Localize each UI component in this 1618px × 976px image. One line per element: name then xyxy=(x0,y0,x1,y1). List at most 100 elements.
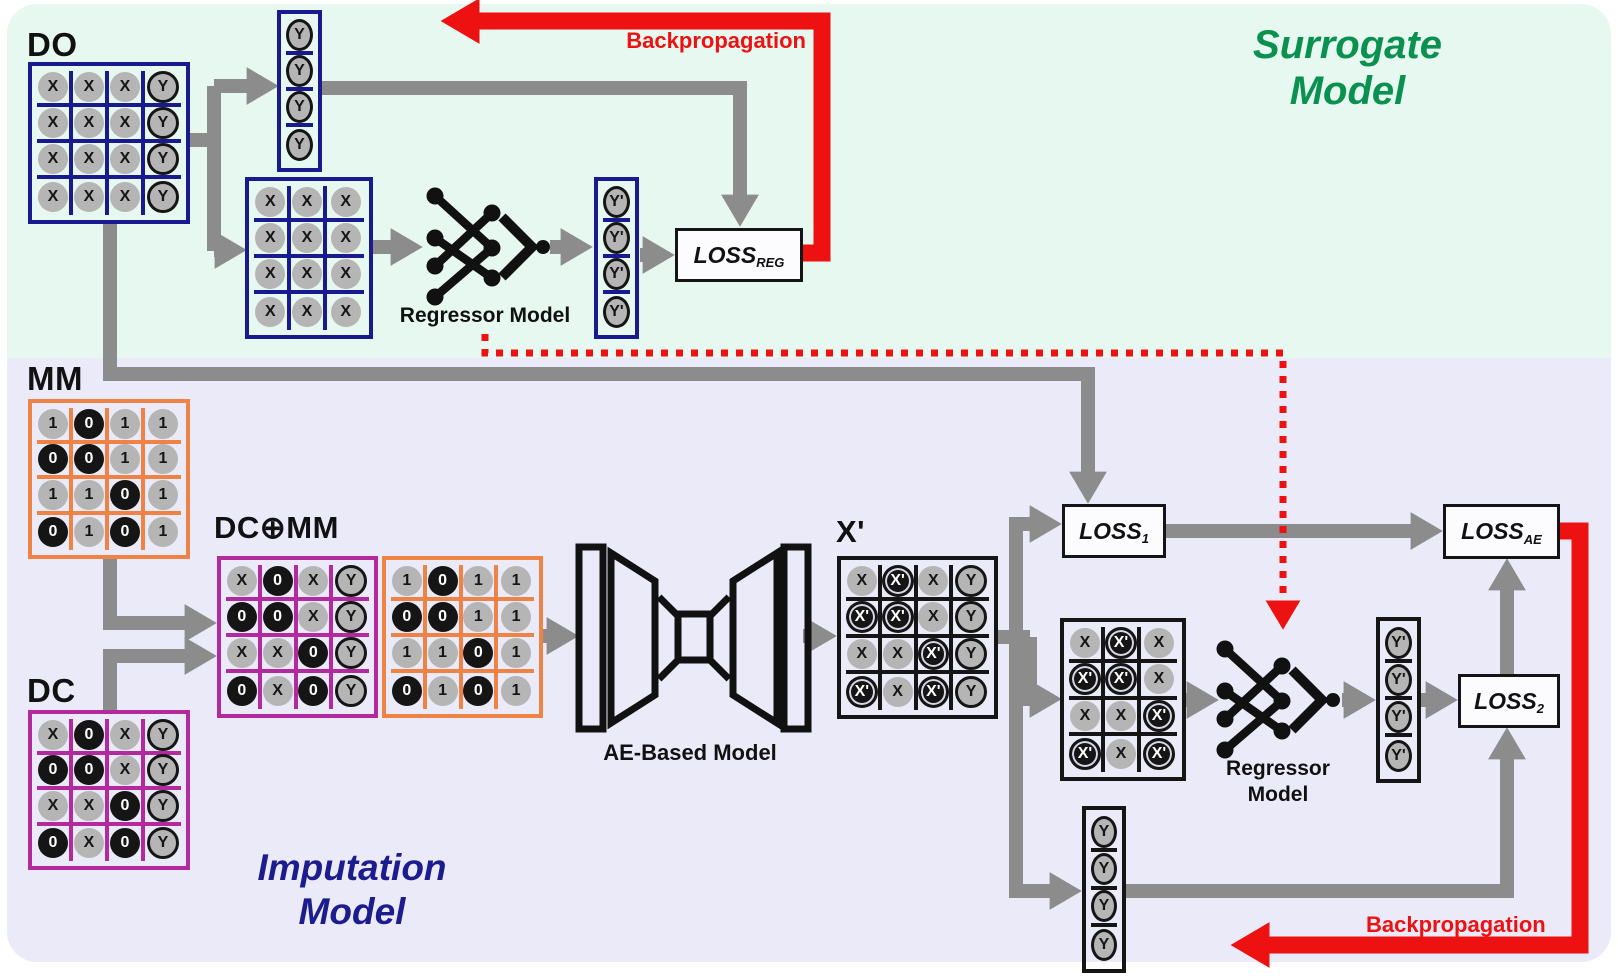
matrix-cell-value: X xyxy=(38,144,68,174)
matrix-cell-value: 0 xyxy=(463,676,494,706)
matrix-cell-value: 0 xyxy=(298,676,329,706)
yprime-vector-top: Y'Y'Y'Y' xyxy=(594,177,639,339)
matrix-cell: 1 xyxy=(462,601,499,637)
matrix-cell-value: X' xyxy=(881,601,914,634)
matrix-cell-value: X xyxy=(38,108,68,138)
matrix-cell: X' xyxy=(846,601,882,638)
matrix-cell-value: X xyxy=(226,638,257,668)
regressor-top-icon xyxy=(427,188,551,306)
matrix-cell-value: 1 xyxy=(38,408,68,439)
mm-label: MM xyxy=(27,360,83,397)
matrix-cell-value: X' xyxy=(917,637,950,670)
matrix-cell-value: Y xyxy=(335,675,368,707)
matrix-cell-value: X xyxy=(110,182,140,212)
matrix-cell: X xyxy=(1141,663,1177,700)
matrix-cell: Y xyxy=(145,754,181,790)
matrix-cell: X xyxy=(73,825,109,861)
arrow-xprime-to-yvec xyxy=(1009,637,1082,910)
matrix-cell: 1 xyxy=(498,601,534,637)
matrix-cell: 1 xyxy=(145,444,181,479)
matrix-cell-value: X xyxy=(74,72,104,102)
matrix-cell: 0 xyxy=(297,637,334,673)
matrix-cell: Y xyxy=(953,601,989,638)
matrix-cell-value: 0 xyxy=(38,444,68,475)
matrix-cell-value: Y xyxy=(147,181,179,213)
matrix-cell-value: Y' xyxy=(1385,700,1412,733)
matrix-cell-value: Y' xyxy=(1385,626,1412,659)
matrix-cell-value: X xyxy=(38,182,68,212)
matrix-cell: X xyxy=(1069,627,1105,664)
matrix-cell: X xyxy=(254,222,291,258)
matrix-cell-value: 0 xyxy=(110,828,140,859)
loss-reg-sub: REG xyxy=(756,255,785,270)
backprop-top-label: Backpropagation xyxy=(626,28,806,53)
matrix-cell: 1 xyxy=(145,408,181,444)
matrix-cell: 0 xyxy=(73,443,109,479)
matrix-cell: X xyxy=(327,222,364,258)
matrix-cell: Y xyxy=(286,127,313,163)
matrix-cell-value: 1 xyxy=(501,602,532,632)
matrix-cell-value: X' xyxy=(1105,663,1137,696)
matrix-cell-value: Y xyxy=(1091,852,1117,885)
matrix-cell: X xyxy=(73,107,109,143)
matrix-cell: 0 xyxy=(73,754,109,790)
arrow-xprime-to-xpx xyxy=(1023,637,1062,718)
matrix-cell-value: X xyxy=(110,72,140,102)
autoencoder-icon xyxy=(575,543,812,733)
matrix-cell-value: 1 xyxy=(110,408,140,439)
matrix-cell: X xyxy=(109,143,145,179)
matrix-cell: Y' xyxy=(603,258,630,294)
matrix-cell-value: X xyxy=(1106,700,1136,731)
matrix-cell: X xyxy=(917,601,954,638)
matrix-cell: 1 xyxy=(498,673,534,709)
matrix-cell-value: X xyxy=(882,676,913,707)
matrix-cell: Y xyxy=(145,826,181,862)
matrix-cell: X xyxy=(226,637,262,673)
matrix-cell-value: X xyxy=(291,297,322,327)
matrix-cell-value: X xyxy=(330,223,361,253)
matrix-cell-value: 0 xyxy=(74,408,104,439)
matrix-cell: 0 xyxy=(37,443,73,479)
matrix-cell-value: Y xyxy=(1091,890,1117,923)
loss-1-text: LOSS xyxy=(1079,517,1142,544)
matrix-cell: X' xyxy=(881,565,918,602)
matrix-cell: Y' xyxy=(1385,700,1412,737)
matrix-cell: Y xyxy=(333,565,369,601)
matrix-cell: Y xyxy=(145,143,181,179)
matrix-cell: X xyxy=(327,294,364,330)
matrix-cell-value: X xyxy=(291,187,322,217)
matrix-cell-value: Y xyxy=(1091,929,1117,962)
matrix-cell-value: X xyxy=(1070,700,1100,731)
matrix-cell: Y xyxy=(145,789,181,826)
matrix-cell: X xyxy=(109,719,145,755)
matrix-cell-value: X xyxy=(262,676,293,706)
matrix-cell: Y xyxy=(333,601,369,637)
matrix-cell-value: 0 xyxy=(110,479,140,510)
matrix-cell: X xyxy=(226,565,262,601)
matrix-cell: 0 xyxy=(37,514,73,550)
matrix-cell: X xyxy=(109,107,145,143)
matrix-cell-value: X xyxy=(846,566,877,597)
matrix-cell: X xyxy=(109,179,145,215)
matrix-cell-value: Y xyxy=(147,754,179,787)
matrix-cell: X xyxy=(37,179,73,215)
matrix-cell-value: 1 xyxy=(427,638,458,668)
matrix-cell: Y xyxy=(1091,927,1117,964)
matrix-cell: 0 xyxy=(109,514,145,550)
matrix-cell-value: Y xyxy=(147,718,179,751)
matrix-cell-value: Y xyxy=(955,637,988,670)
matrix-cell-value: Y xyxy=(955,675,988,708)
matrix-cell-value: X' xyxy=(1105,627,1137,660)
matrix-cell-value: X xyxy=(330,187,361,217)
matrix-cell: 0 xyxy=(109,825,145,861)
matrix-cell-value: X xyxy=(1106,738,1136,769)
dc-label: DC xyxy=(27,672,76,709)
matrix-cell: 0 xyxy=(226,601,262,637)
matrix-cell-value: 0 xyxy=(38,755,68,786)
backprop-arrow-bottom xyxy=(1230,522,1589,968)
matrix-cell-value: X xyxy=(918,566,949,597)
matrix-cell: X xyxy=(37,71,73,107)
